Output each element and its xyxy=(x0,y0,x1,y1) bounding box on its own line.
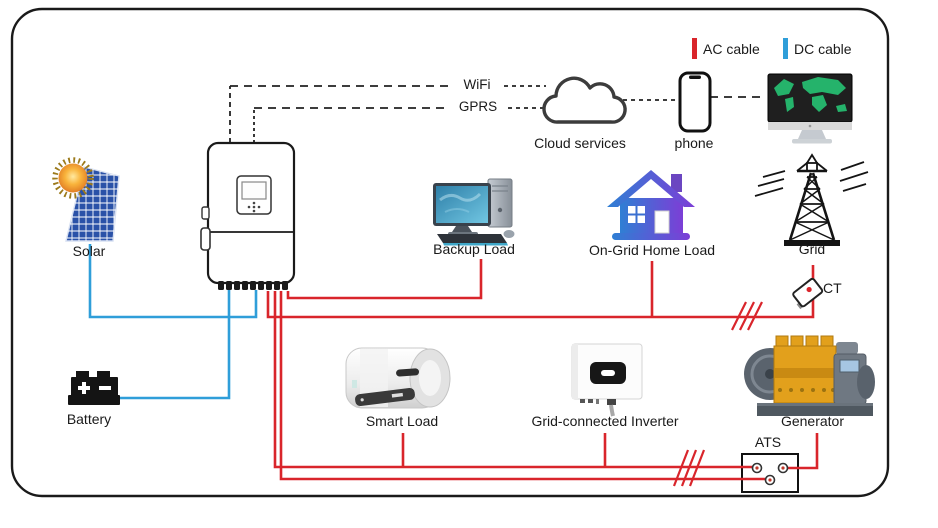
heater-control-panel xyxy=(355,387,415,407)
ac-cable-swatch xyxy=(692,38,697,59)
grid-connected-inverter-label: Grid-connected Inverter xyxy=(531,413,679,429)
smart-load-icon xyxy=(345,347,451,409)
grid-connected-inverter-icon xyxy=(571,343,643,417)
cloud-icon xyxy=(542,76,627,124)
backup-load-icon xyxy=(433,178,515,246)
panel-grid xyxy=(66,167,119,241)
diagram-border xyxy=(10,7,890,498)
solar-icon xyxy=(52,157,120,242)
phone-label: phone xyxy=(674,135,714,151)
dc-cable-solar xyxy=(88,244,258,319)
ac-cable-backup xyxy=(286,259,483,300)
power-lines-right xyxy=(839,161,869,192)
battery-label: Battery xyxy=(66,411,112,427)
home-load-icon xyxy=(607,170,695,240)
ac-cable-grid-main xyxy=(266,265,815,319)
grid-tower-icon xyxy=(754,153,869,246)
ats-terminals xyxy=(751,462,789,486)
ac-cable-legend-label: AC cable xyxy=(703,41,760,57)
gprs-label: GPRS xyxy=(450,99,506,115)
ongrid-home-load-label: On-Grid Home Load xyxy=(588,242,716,258)
solar-label: Solar xyxy=(72,243,106,259)
inverter-buttons xyxy=(247,201,261,213)
ac-cable-bus-top xyxy=(273,291,753,469)
ats-label: ATS xyxy=(754,434,782,450)
generator-icon xyxy=(744,335,875,416)
ats-box xyxy=(741,453,799,493)
dc-cable-battery xyxy=(118,290,231,400)
monitor-icon xyxy=(767,73,853,144)
hybrid-inverter-icon xyxy=(200,141,296,290)
hatch-grid-line xyxy=(731,301,763,331)
cloud-label: Cloud services xyxy=(534,135,626,151)
generator-label: Generator xyxy=(780,413,845,429)
power-lines-left xyxy=(754,170,786,197)
world-map xyxy=(774,77,847,112)
backup-load-label: Backup Load xyxy=(433,241,515,257)
hatch-bus-lines xyxy=(672,449,706,487)
dc-cables xyxy=(88,244,258,400)
dc-cable-legend-label: DC cable xyxy=(794,41,852,57)
grid-label: Grid xyxy=(798,241,826,257)
wifi-label: WiFi xyxy=(452,77,502,93)
phone-icon xyxy=(678,71,712,133)
ct-label: CT xyxy=(823,280,842,296)
ac-cable-bus-bottom xyxy=(279,291,765,481)
inverter-connectors xyxy=(218,281,288,290)
sun-rays xyxy=(52,157,94,199)
sun-icon xyxy=(58,163,88,193)
dc-cable-swatch xyxy=(783,38,788,59)
ac-cable-generator xyxy=(788,433,819,470)
ct-sensor-icon xyxy=(792,277,824,310)
battery-icon xyxy=(68,371,120,405)
smart-load-label: Smart Load xyxy=(365,413,439,429)
